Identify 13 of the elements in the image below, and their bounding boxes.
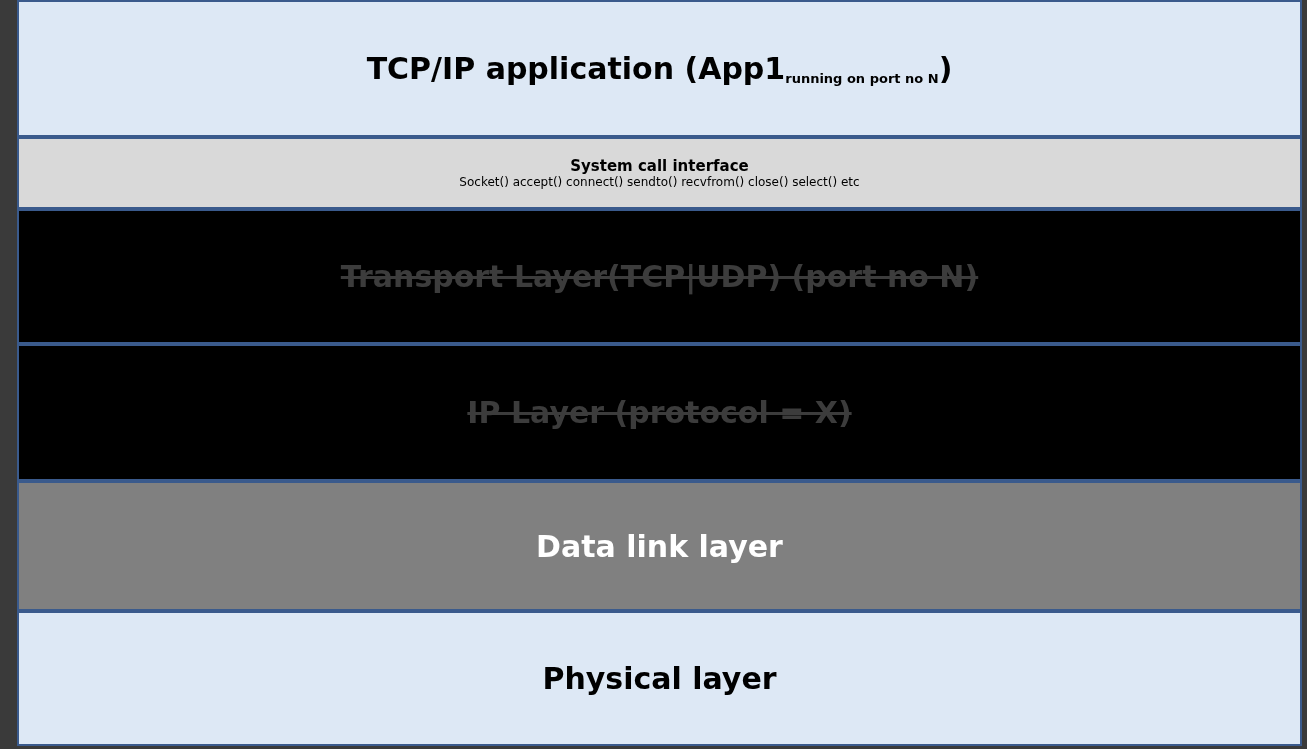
function-list: Socket() accept() connect() sendto() recvfrom() close() select() etc [459, 175, 860, 189]
layer-band [17, 0, 1302, 137]
layer-title: Transport Layer(TCP|UDP) (port no N) [340, 259, 979, 294]
layer-title: System call interface [570, 157, 749, 175]
layer-band [17, 611, 1302, 746]
layer-band [17, 344, 1302, 481]
layer-band [17, 209, 1302, 344]
layer-band [17, 137, 1302, 209]
layer-title: IP Layer (protocol = X) [467, 395, 852, 430]
layer-title: TCP/IP application (App1$_{running on port no N}$) [366, 51, 953, 86]
layer-band [17, 481, 1302, 611]
layer-title: Physical layer [542, 661, 777, 696]
layer-title: Data link layer [536, 528, 783, 564]
